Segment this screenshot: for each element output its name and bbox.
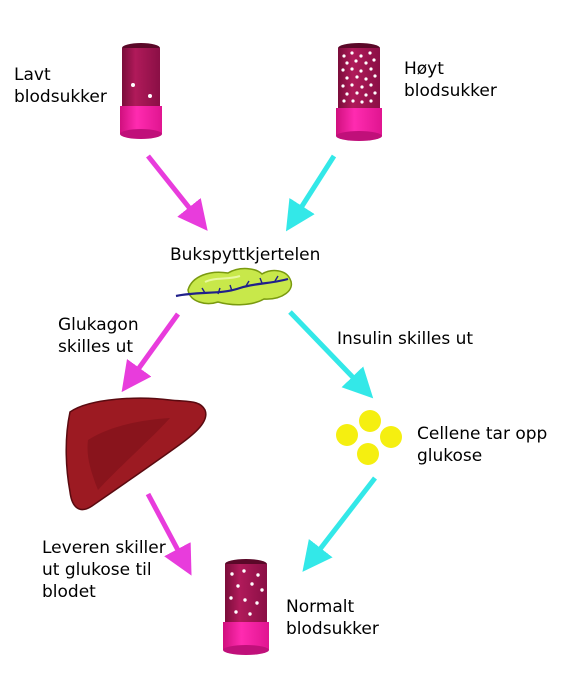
arrow-high-to-pancreas <box>285 154 337 232</box>
pancreas-label: Bukspyttkjertelen <box>170 245 321 265</box>
normal-blood-sugar-label: Normalt blodsukker <box>286 597 379 639</box>
blood-tube-low-icon <box>120 43 162 139</box>
arrow-insulin-to-cells <box>288 310 374 399</box>
liver-label: Leveren skiller ut glukose til blodet <box>42 538 166 602</box>
low-blood-sugar-label: Lavt blodsukker <box>14 65 107 107</box>
high-blood-sugar-label: Høyt blodsukker <box>404 59 497 101</box>
arrow-glucagon-to-liver <box>121 312 181 393</box>
insulin-label: Insulin skilles ut <box>337 329 474 349</box>
glucagon-label: Glukagon skilles ut <box>58 315 139 357</box>
cells-icon <box>336 410 402 465</box>
blood-tube-normal-icon <box>223 559 269 655</box>
liver-icon <box>65 397 207 511</box>
arrow-cells-to-normal <box>302 476 377 572</box>
arrow-low-to-pancreas <box>146 154 208 231</box>
blood-tube-high-icon <box>336 43 382 141</box>
arrow-liver-to-normal <box>145 492 192 576</box>
cells-label: Cellene tar opp glukose <box>417 424 548 466</box>
pancreas-icon <box>175 267 293 306</box>
